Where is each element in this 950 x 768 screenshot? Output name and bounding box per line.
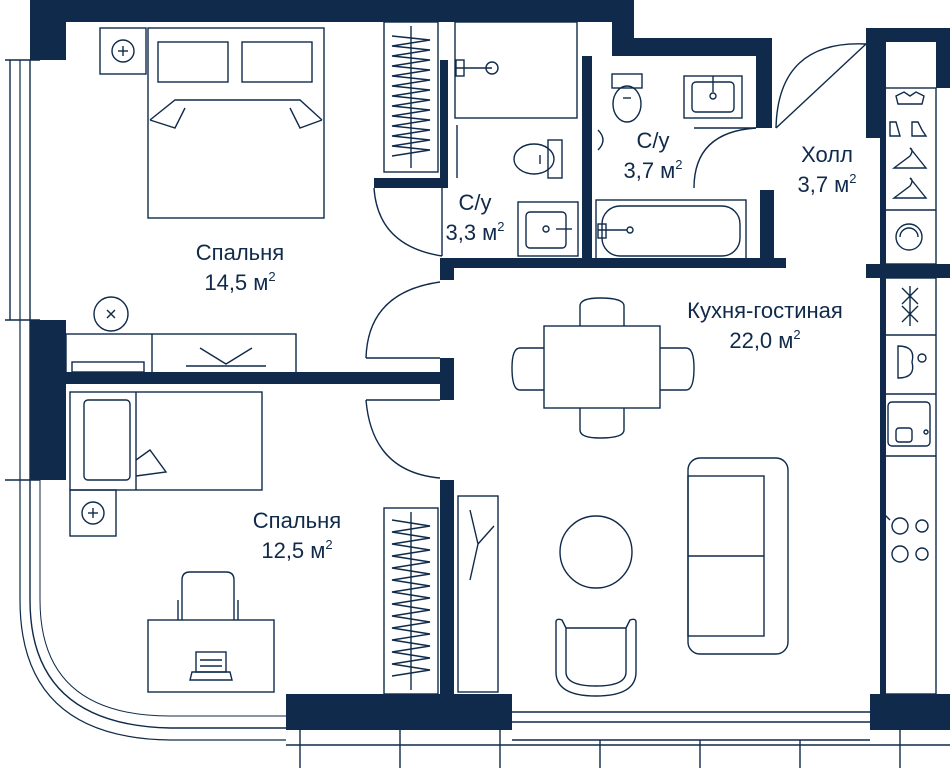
coffee-table-icon: [559, 515, 633, 589]
room-area: 3,3 м2: [445, 219, 505, 245]
stove-icon: [883, 513, 929, 563]
armchair-icon: [555, 618, 637, 697]
washing-machine-icon: [895, 223, 923, 251]
toilet-icon: [611, 73, 643, 123]
nightstand-icon: [99, 27, 147, 75]
hall-wardrobe: [881, 87, 937, 265]
sink-icon: [683, 75, 743, 119]
room-label-bath2: С/у 3,7 м2: [598, 126, 708, 186]
sofa-icon: [687, 457, 789, 655]
kitchen-counter: [881, 277, 937, 695]
shower-icon: [454, 21, 578, 178]
room-label-bedroom1: Спальня 14,5 м2: [165, 238, 315, 298]
room-name: Холл: [801, 142, 853, 167]
dining-table-icon: [511, 297, 695, 439]
room-area: 3,7 м2: [797, 171, 857, 197]
wardrobe-icon: [383, 507, 439, 695]
fridge-icon: [901, 286, 919, 326]
dresser-icon: [65, 333, 297, 375]
wardrobe-icon: [457, 495, 499, 693]
sink-icon: [517, 201, 579, 257]
room-area: 14,5 м2: [204, 269, 276, 295]
room-label-bedroom2: Спальня 12,5 м2: [222, 506, 372, 566]
bed-icon: [147, 27, 325, 219]
bed-icon: [69, 391, 263, 491]
lamp-icon: [93, 296, 129, 332]
room-label-hall: Холл 3,7 м2: [772, 140, 882, 200]
laptop-icon: [189, 651, 233, 681]
hanger-icon: [891, 177, 928, 199]
room-name: Спальня: [195, 240, 285, 265]
toilet-icon: [513, 139, 563, 179]
room-name: С/у: [458, 190, 492, 215]
room-area: 3,7 м2: [623, 157, 683, 183]
facade-outline: [29, 60, 286, 729]
room-name: Кухня-гостиная: [687, 298, 843, 323]
hanger-icon: [891, 147, 928, 169]
walls: [30, 0, 950, 730]
room-name: С/у: [636, 128, 670, 153]
oven-icon: [897, 345, 927, 379]
room-name: Спальня: [252, 508, 342, 533]
door-bedroom2[interactable]: [365, 399, 441, 479]
room-label-kitchen: Кухня-гостиная 22,0 м2: [650, 296, 880, 356]
bathtub-icon: [595, 199, 747, 263]
shirt-icon: [895, 91, 925, 105]
room-area: 22,0 м2: [729, 327, 801, 353]
room-area: 12,5 м2: [261, 537, 333, 563]
shoes-icon: [889, 121, 928, 137]
sink-icon: [887, 401, 931, 447]
wardrobe-icon: [383, 21, 439, 173]
desk-icon: [147, 571, 275, 693]
door-bath1[interactable]: [373, 187, 443, 257]
room-label-bath1: С/у 3,3 м2: [420, 188, 530, 248]
door-bedroom1[interactable]: [365, 281, 441, 359]
door-bath2[interactable]: [693, 127, 757, 189]
door-entrance[interactable]: [775, 43, 867, 129]
nightstand-icon: [69, 489, 117, 537]
